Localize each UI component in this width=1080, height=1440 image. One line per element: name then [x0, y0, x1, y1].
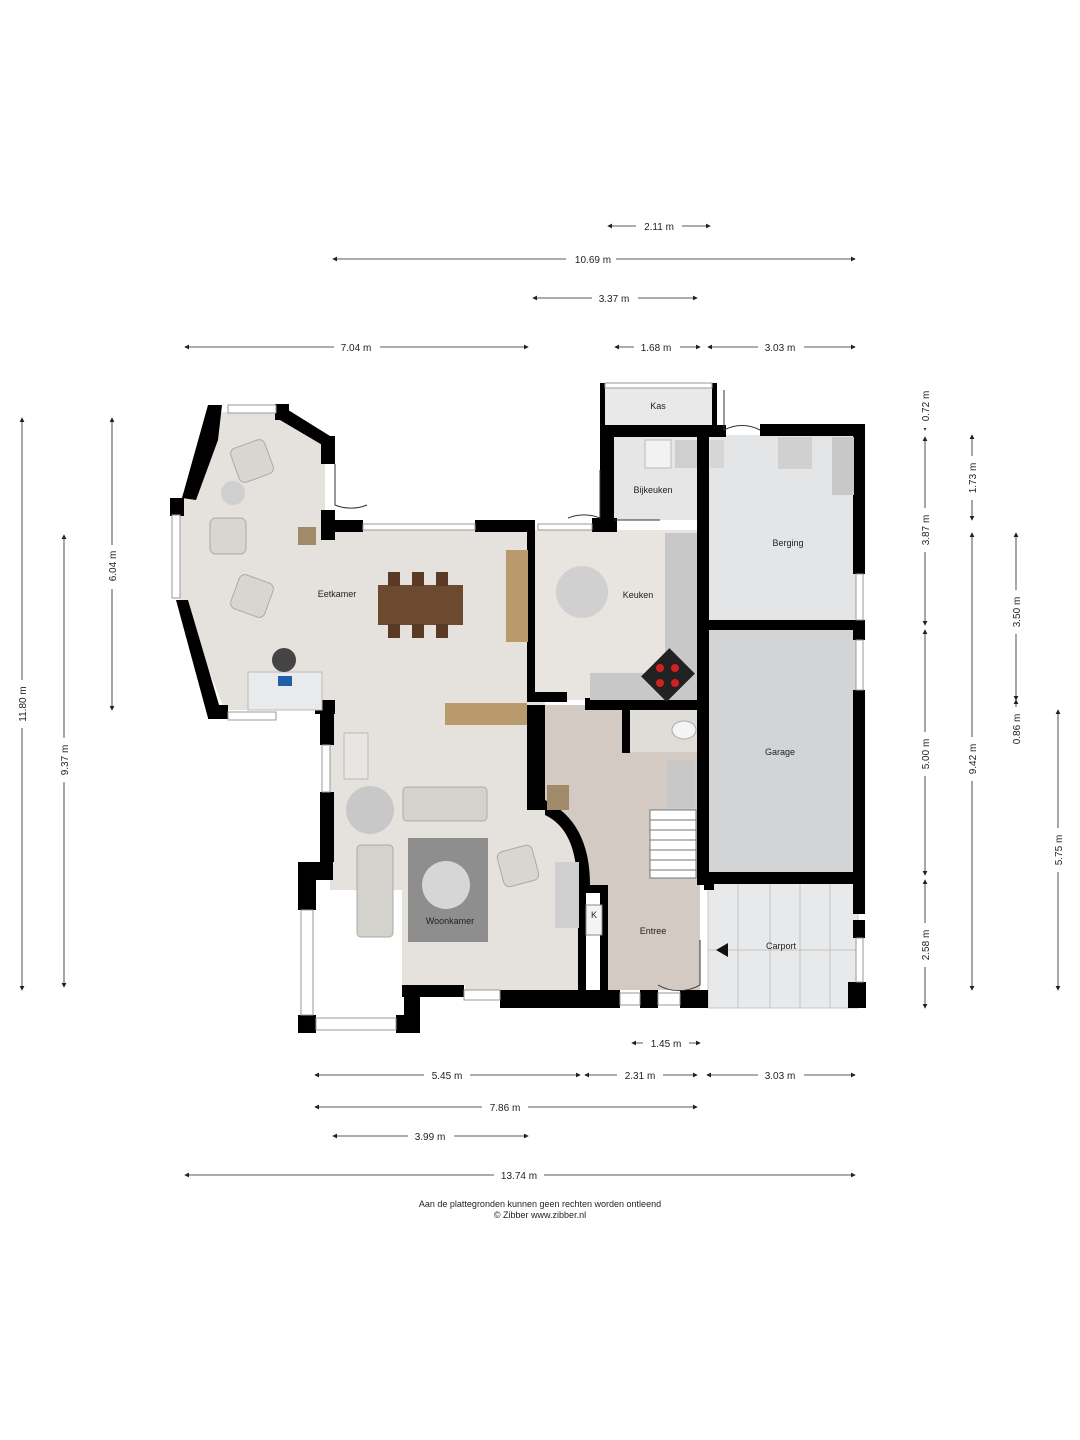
dim-right-8: 5.75 m — [1054, 835, 1065, 866]
dim-top-3: 3.37 m — [599, 294, 630, 305]
dim-right-1: 0.72 m — [921, 391, 932, 422]
room-label-woonkamer: Woonkamer — [426, 916, 474, 926]
dim-right-4: 3.50 m — [1012, 597, 1023, 628]
carport-arrow — [716, 943, 728, 957]
room-label-berging: Berging — [772, 538, 803, 548]
tv-bench — [555, 862, 579, 928]
garage-floor — [708, 630, 856, 873]
sideboard — [506, 550, 528, 642]
washing-machine — [644, 439, 672, 469]
dim-top-5: 1.68 m — [641, 343, 672, 354]
entree-floor — [545, 705, 700, 990]
doors — [334, 390, 761, 992]
dim-right-5: 0.86 m — [1012, 714, 1023, 745]
round-side-table — [221, 481, 245, 505]
dim-bottom-5: 7.86 m — [490, 1103, 521, 1114]
armchair-living — [496, 844, 540, 888]
sink — [710, 440, 724, 468]
dining-table — [378, 572, 463, 638]
room-label-garage: Garage — [765, 747, 795, 757]
dryer — [675, 440, 697, 468]
dim-right-9: 2.58 m — [921, 930, 932, 961]
dim-right-2: 1.73 m — [968, 463, 979, 494]
room-label-bijkeuken: Bijkeuken — [633, 485, 672, 495]
sofa — [402, 786, 488, 822]
walls — [170, 383, 866, 1033]
room-label-k: K — [591, 910, 597, 920]
dim-left-1: 11.80 m — [18, 686, 29, 721]
meter-cupboard — [585, 904, 603, 936]
dim-bottom-7: 13.74 m — [501, 1171, 537, 1182]
cabinet — [343, 732, 369, 780]
side-table — [298, 527, 316, 545]
dim-right-7: 9.42 m — [968, 744, 979, 775]
kitchen-table — [556, 566, 608, 618]
dim-left-2: 6.04 m — [108, 551, 119, 582]
dim-right-6: 5.00 m — [921, 739, 932, 770]
furniture — [209, 437, 854, 957]
disclaimer: Aan de plattegronden kunnen geen rechten… — [418, 1199, 662, 1209]
room-label-keuken: Keuken — [623, 590, 654, 600]
dim-top-6: 3.03 m — [765, 343, 796, 354]
dimension-labels: 2.11 m 10.69 m 3.37 m 7.04 m 1.68 m 3.03… — [15, 219, 1065, 1182]
computer-monitor — [278, 676, 292, 686]
berging-unit — [778, 437, 812, 469]
room-label-eetkamer: Eetkamer — [318, 589, 357, 599]
windows — [171, 382, 864, 1031]
dim-right-3: 3.87 m — [921, 515, 932, 546]
armchair — [209, 439, 274, 618]
round-table — [346, 786, 394, 834]
cooktop — [641, 648, 695, 702]
toilet — [671, 720, 697, 740]
dim-bottom-6: 3.99 m — [415, 1132, 446, 1143]
room-labels: Kas Bijkeuken Berging Eetkamer Keuken Ga… — [318, 401, 804, 951]
dim-bottom-3: 2.31 m — [625, 1071, 656, 1082]
desk-chair — [272, 648, 296, 672]
dim-bottom-2: 5.45 m — [432, 1071, 463, 1082]
copyright: © Zibber www.zibber.nl — [493, 1210, 587, 1220]
dim-top-4: 7.04 m — [341, 343, 372, 354]
sofa-2 — [356, 844, 394, 938]
dim-top-2: 10.69 m — [575, 255, 611, 266]
dim-bottom-1: 1.45 m — [651, 1039, 682, 1050]
entree-cupboard — [667, 760, 695, 808]
berging-shelf — [832, 437, 854, 495]
coffee-table — [422, 861, 470, 909]
room-label-kas: Kas — [650, 401, 666, 411]
sideboard-2 — [445, 703, 527, 725]
room-label-carport: Carport — [766, 941, 797, 951]
dim-bottom-4: 3.03 m — [765, 1071, 796, 1082]
room-label-entree: Entree — [640, 926, 667, 936]
entree-cabinet — [547, 785, 569, 810]
stairs — [649, 809, 697, 879]
kas-floor — [605, 385, 713, 425]
dim-left-3: 9.37 m — [60, 745, 71, 776]
dim-top-1: 2.11 m — [644, 222, 674, 233]
